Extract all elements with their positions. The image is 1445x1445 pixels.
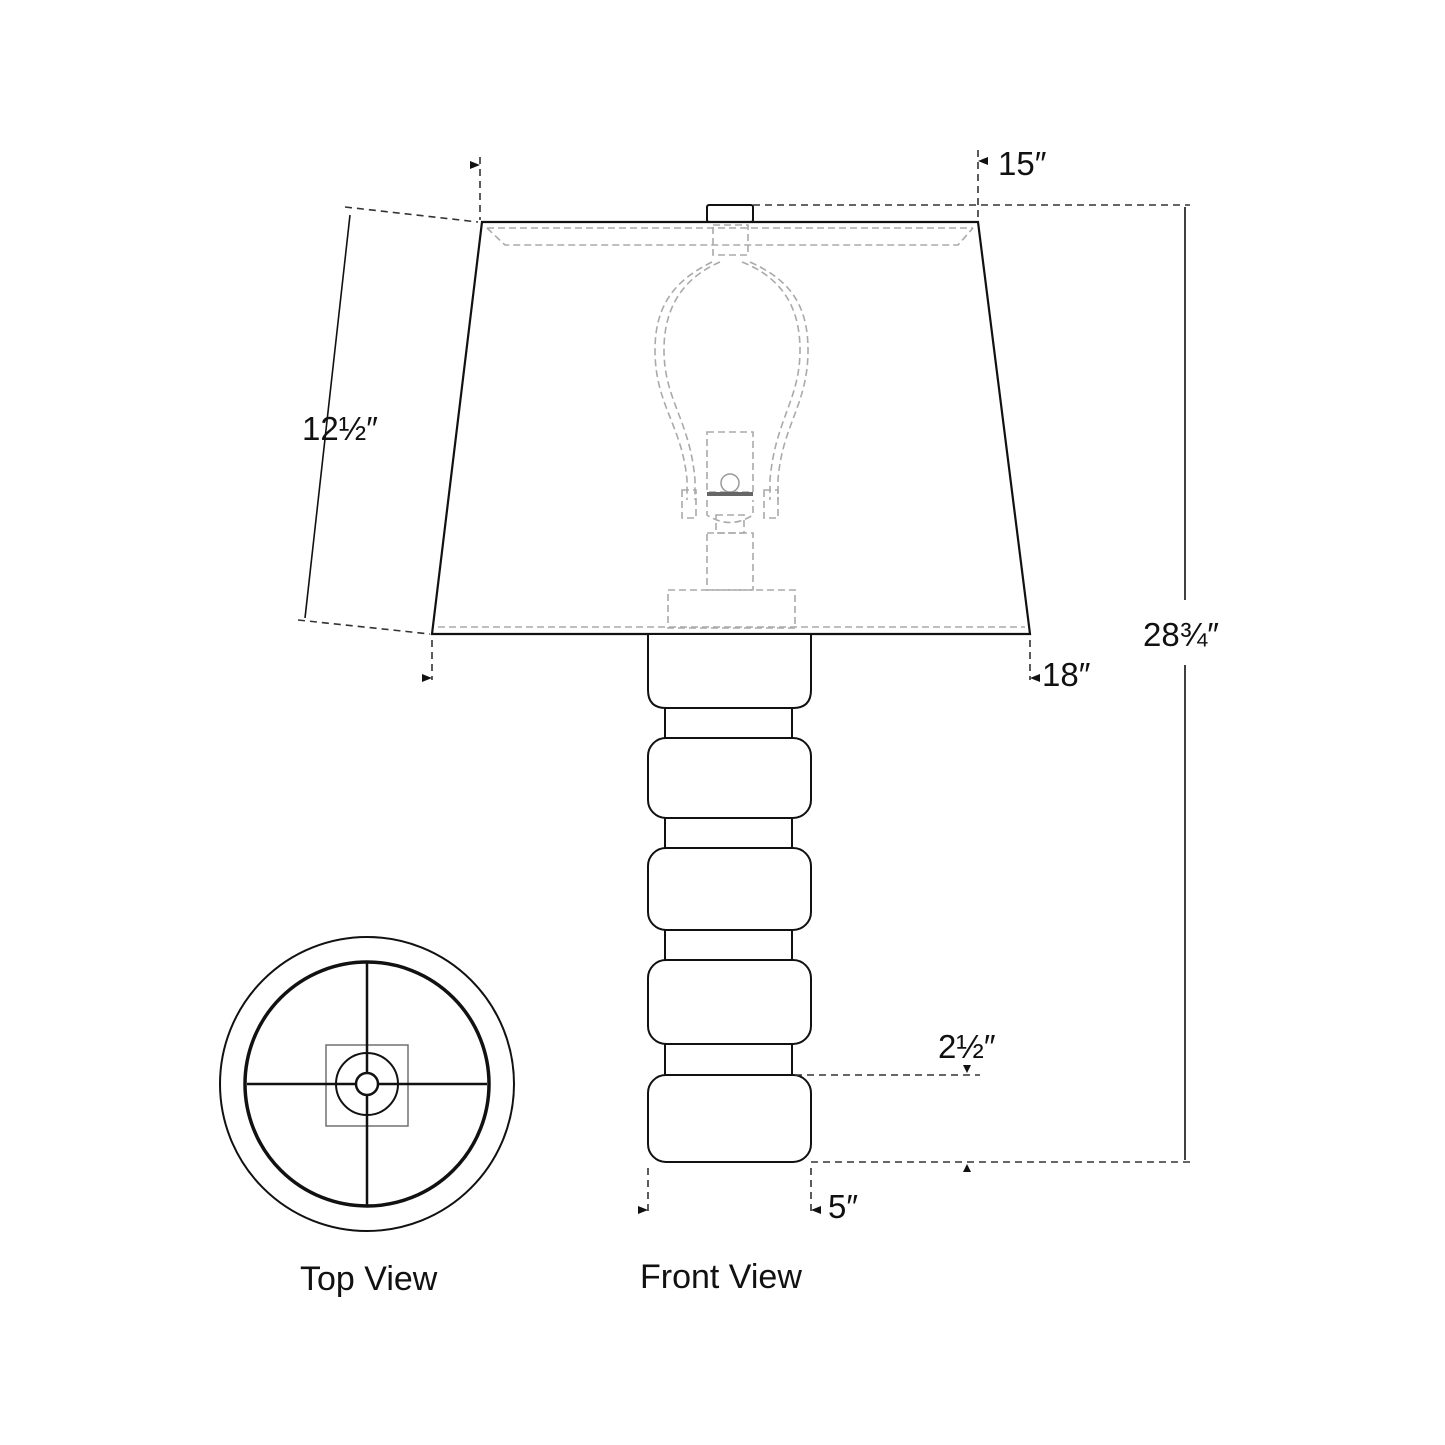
socket-knob [720,473,740,493]
shade-top-width-label: 15″ [998,145,1047,182]
base-segment-height-label: 2½″ [938,1028,996,1065]
lamp-base [647,633,812,1163]
dimension-lines [297,150,1190,1212]
top-view-caption: Top View [300,1260,438,1298]
shade-outline [430,220,1032,636]
top-view-drawing [219,936,515,1232]
dimension-arrows [422,157,1040,1214]
base-width-label: 5″ [828,1188,859,1225]
shade-height-label: 12½″ [302,410,378,447]
overall-height-label: 28¾″ [1143,616,1219,653]
finial [706,204,754,223]
hidden-harp-socket [438,224,1025,629]
shade-bottom-width-label: 18″ [1042,656,1091,693]
front-view-caption: Front View [640,1258,802,1296]
